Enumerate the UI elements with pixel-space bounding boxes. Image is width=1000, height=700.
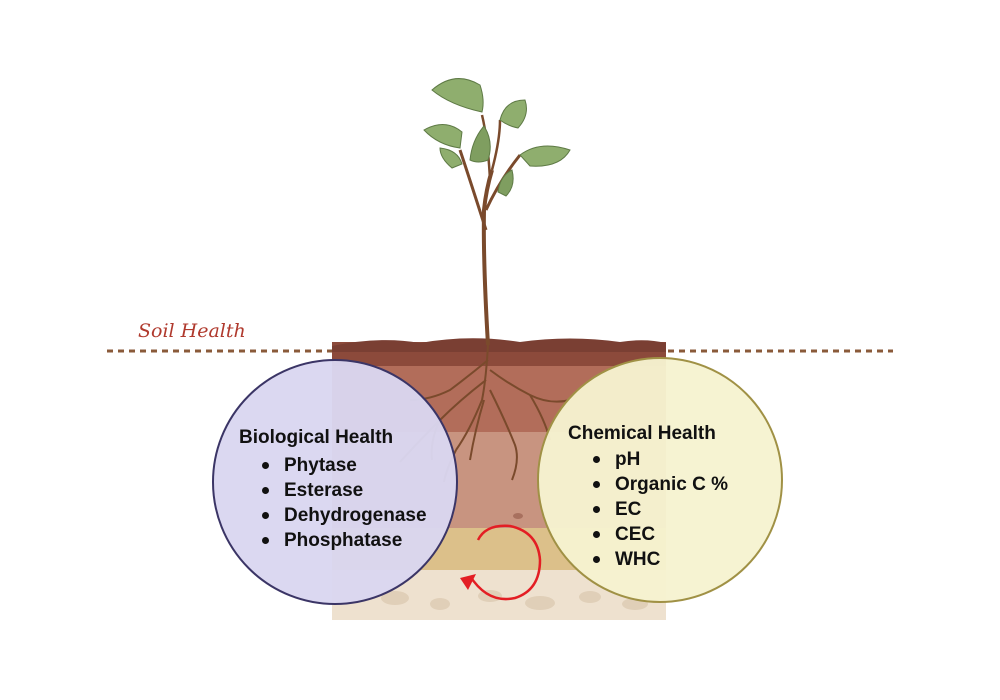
biological-health-circle: Biological Health Phytase Esterase Dehyd… bbox=[212, 359, 458, 605]
chemical-health-title: Chemical Health bbox=[568, 423, 716, 444]
biological-health-title: Biological Health bbox=[239, 427, 394, 448]
biological-health-list: Phytase Esterase Dehydrogenase Phosphata… bbox=[260, 453, 427, 553]
list-item: Phosphatase bbox=[260, 528, 427, 553]
list-item: WHC bbox=[591, 547, 728, 572]
chemical-health-list: pH Organic C % EC CEC WHC bbox=[591, 447, 728, 572]
soil-health-label: Soil Health bbox=[138, 320, 246, 342]
list-item: Organic C % bbox=[591, 472, 728, 497]
list-item: EC bbox=[591, 497, 728, 522]
list-item: CEC bbox=[591, 522, 728, 547]
plant-seedling-icon bbox=[399, 78, 571, 483]
list-item: Dehydrogenase bbox=[260, 503, 427, 528]
cycle-arrow-icon bbox=[460, 524, 542, 601]
list-item: Phytase bbox=[260, 453, 427, 478]
list-item: Esterase bbox=[260, 478, 427, 503]
chemical-health-circle: Chemical Health pH Organic C % EC CEC WH… bbox=[537, 357, 783, 603]
list-item: pH bbox=[591, 447, 728, 472]
